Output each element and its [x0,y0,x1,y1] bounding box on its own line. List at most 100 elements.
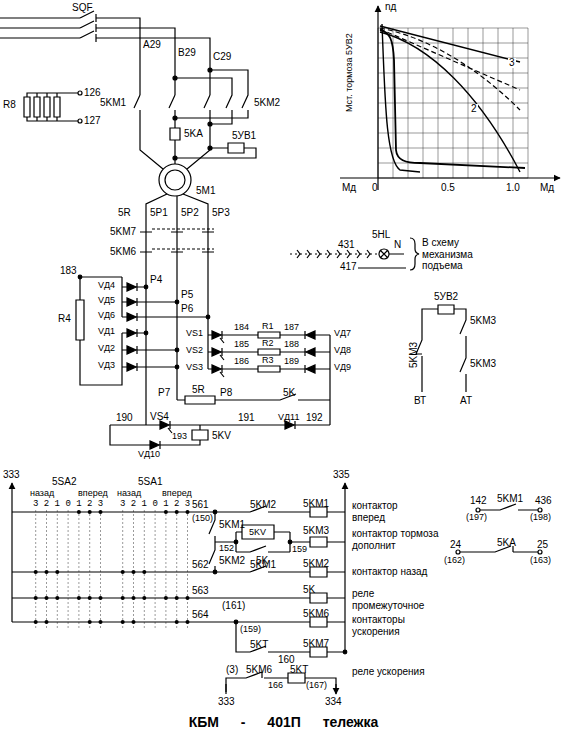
junction-dot [288,540,292,544]
terminal [78,91,82,123]
component-label: 5KA [184,129,203,139]
component-label: SQF [72,3,93,13]
switch-dots [88,620,92,624]
arrow-marks [307,250,310,258]
control-bus [344,483,345,652]
resistor-symbol [258,332,280,372]
component-label: 5KV [249,528,266,537]
schematic [0,6,560,694]
component-label: R1 [262,322,274,331]
component-label: (159) [240,625,261,634]
component-label: 188 [284,340,299,349]
component-label: 5KM1 [100,98,126,108]
component-label: 5KM2 [303,559,329,569]
component-label: (197) [466,513,487,522]
component-label: 24 [450,540,461,550]
component-label: VS3 [186,363,203,372]
component-label: назад [117,489,141,498]
component-label: 5R [192,385,205,395]
chart-axis [340,177,560,178]
junction-dot [173,76,177,80]
control-bus [11,483,12,622]
junction-dot [173,156,177,160]
arrow-marks [297,250,370,258]
switch-dots [186,596,190,600]
junction-dot [213,510,217,514]
switch-dots [77,596,81,600]
junction-dot [175,348,179,352]
component-label: 5KM3 [470,359,496,369]
switch-dots [121,620,125,624]
component-label: 159 [292,545,307,554]
component-label: 5KM7 [303,639,329,649]
chart-curve [380,28,520,110]
component-label: Мст. тормоза 5УВ2 [345,33,354,112]
resistor-symbol [34,97,40,117]
component-label: 5УВ1 [232,131,256,141]
component-label: P6 [181,304,193,314]
diode-symbol [305,331,315,373]
component-label: 5KM6 [110,247,136,257]
switch-dots [175,510,179,514]
chart-grid [378,88,528,89]
chart-grid [378,28,528,178]
component-label: VД2 [98,344,115,353]
lamp-symbol [380,250,388,258]
signal-line [290,253,379,254]
switch-dots [34,510,190,624]
component-label: ВТ [414,396,426,406]
chart-grid [378,133,528,134]
resistor-symbol [24,97,60,117]
switch-dots [88,596,92,600]
switch-dots [45,570,49,574]
component-label: 184 [234,323,249,332]
component-label: 5KM3 [470,316,496,326]
component-label: 127 [84,116,101,126]
junction-dot [213,510,347,654]
junction-dot [213,570,217,574]
component-label: 0 [372,183,378,193]
junction-dot [78,275,210,369]
component-label: (198) [530,513,551,522]
terminal [538,550,542,554]
component-label: 5KM3 [303,526,329,536]
switch-columns [57,510,58,628]
component-label: 1.0 [506,183,520,193]
component-label: Mд [342,183,356,193]
lamp-symbol [379,249,389,259]
component-label: VД8 [334,346,351,355]
component-label: 5KA [497,538,516,548]
switch-columns [89,510,90,628]
switch-dots [164,596,168,600]
switch-columns [133,510,134,628]
coil-symbol [438,305,454,314]
brake-wires [416,309,466,392]
switch-dots [88,510,92,514]
component-label: 334 [325,697,342,707]
junction-dot [234,540,238,544]
switch-columns [176,510,177,628]
component-label: 5KV [212,431,231,441]
component-label: 431 [338,240,355,250]
chart-grid [378,103,528,104]
component-label: 5KT [250,640,268,650]
motor-symbol [165,170,185,190]
switch-dots [77,510,81,514]
switch-columns [144,510,145,628]
component-label: 3 [508,58,516,68]
component-label: 5KM1 [219,520,245,530]
switch-columns [36,510,188,628]
switch-columns [78,510,79,628]
junction-dot [173,68,212,160]
switch-dots [99,510,103,514]
component-label: 5P3 [212,208,230,218]
switch-dots [121,596,125,600]
resistor-symbol [54,97,60,117]
function-note: В схему механизма подъема [422,237,512,272]
switch-columns [46,510,47,628]
diagram-title: КБМ - 401П тележка [0,714,567,730]
switch-dots [121,570,125,574]
component-label: 333 [218,697,235,707]
component-label: VД11 [278,413,299,422]
component-label: 5KM6 [246,665,272,675]
